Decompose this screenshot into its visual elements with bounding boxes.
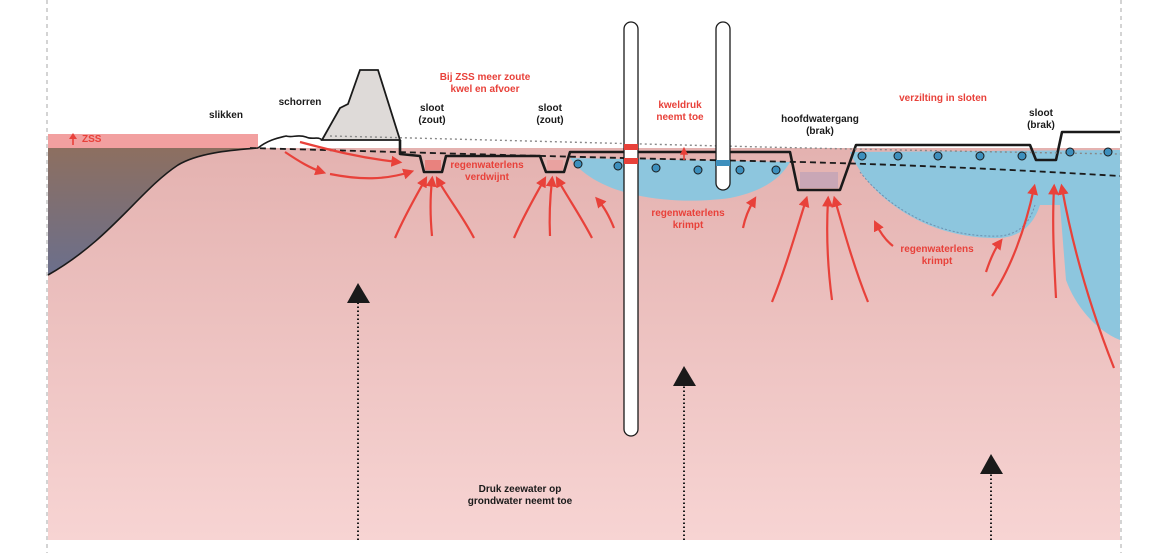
mudflat-surface (47, 147, 259, 276)
sloot-zout-label-2: sloot (zout) (536, 103, 563, 127)
regen-krimpt-2-line-1: regenwaterlens (900, 244, 974, 255)
piezometer-icon (623, 21, 731, 437)
regenwaterlens-verdwijnt-label: regenwaterlens verdwijnt (450, 160, 523, 184)
regen-krimpt-1-line-2: krimpt (672, 220, 704, 231)
kweldruk-line-1: kweldruk (658, 100, 702, 111)
zss-label: ZSS (82, 134, 102, 145)
druk-line-2: grondwater neemt toe (467, 496, 573, 507)
freshwater-lens-boundary (859, 171, 1036, 237)
regen-verdwijnt-line-1: regenwaterlens (450, 160, 524, 171)
drain-pipe-icon (573, 147, 1113, 175)
druk-zeewater-label: Druk zeewater op grondwater neemt toe (468, 484, 572, 508)
regen-verdwijnt-line-2: verdwijnt (465, 172, 509, 183)
sloot-brak-line-2: (brak) (1027, 120, 1055, 131)
sloot-zout-1-line-1: sloot (420, 103, 444, 114)
schorren-label: schorren (278, 97, 322, 108)
hoofdwatergang-line-1: hoofdwatergang (781, 114, 859, 125)
ditch-water-1 (425, 160, 441, 170)
ditch-water-2 (547, 160, 563, 170)
flow-arrow-icon (284, 140, 1116, 369)
sloot-zout-label-1: sloot (zout) (418, 103, 445, 127)
sloot-zout-2-line-1: sloot (538, 103, 562, 114)
dike (320, 69, 402, 141)
zss-effect-line-1: Bij ZSS meer zoute (439, 72, 531, 83)
zss-effect-label: Bij ZSS meer zoute kwel en afvoer (440, 72, 531, 96)
sloot-zout-2-line-2: (zout) (536, 115, 564, 126)
sloot-brak-line-1: sloot (1029, 108, 1053, 119)
druk-line-1: Druk zeewater op (478, 484, 562, 495)
main-canal-water (800, 172, 838, 188)
freshwater-lens-right (850, 150, 1120, 340)
pressure-arrow-icon (347, 283, 1003, 540)
kweldruk-label: kweldruk neemt toe (656, 100, 703, 124)
regen-krimpt-2-line-2: krimpt (921, 256, 953, 267)
mudflat-sediment (48, 148, 258, 275)
reference-level (329, 135, 1121, 155)
salt-marsh-surface (257, 135, 323, 149)
sloot-zout-1-line-2: (zout) (418, 115, 446, 126)
regenwaterlens-krimpt-label-1: regenwaterlens krimpt (651, 208, 724, 232)
groundwater-table (249, 147, 1121, 177)
hoofdwatergang-label: hoofdwatergang (brak) (781, 114, 859, 138)
zss-effect-line-2: kwel en afvoer (450, 84, 520, 95)
sea-level-band (48, 134, 258, 148)
regen-krimpt-1-line-1: regenwaterlens (651, 208, 725, 219)
sloot-brak-label: sloot (brak) (1027, 108, 1055, 132)
ground-surface (398, 130, 1120, 192)
hoofdwatergang-line-2: (brak) (806, 126, 834, 137)
regenwaterlens-krimpt-label-2: regenwaterlens krimpt (900, 244, 973, 268)
kweldruk-line-2: neemt toe (656, 112, 704, 123)
up-arrow-icon (69, 133, 77, 145)
slikken-label: slikken (209, 110, 243, 121)
verzilting-label: verzilting in sloten (899, 93, 987, 104)
